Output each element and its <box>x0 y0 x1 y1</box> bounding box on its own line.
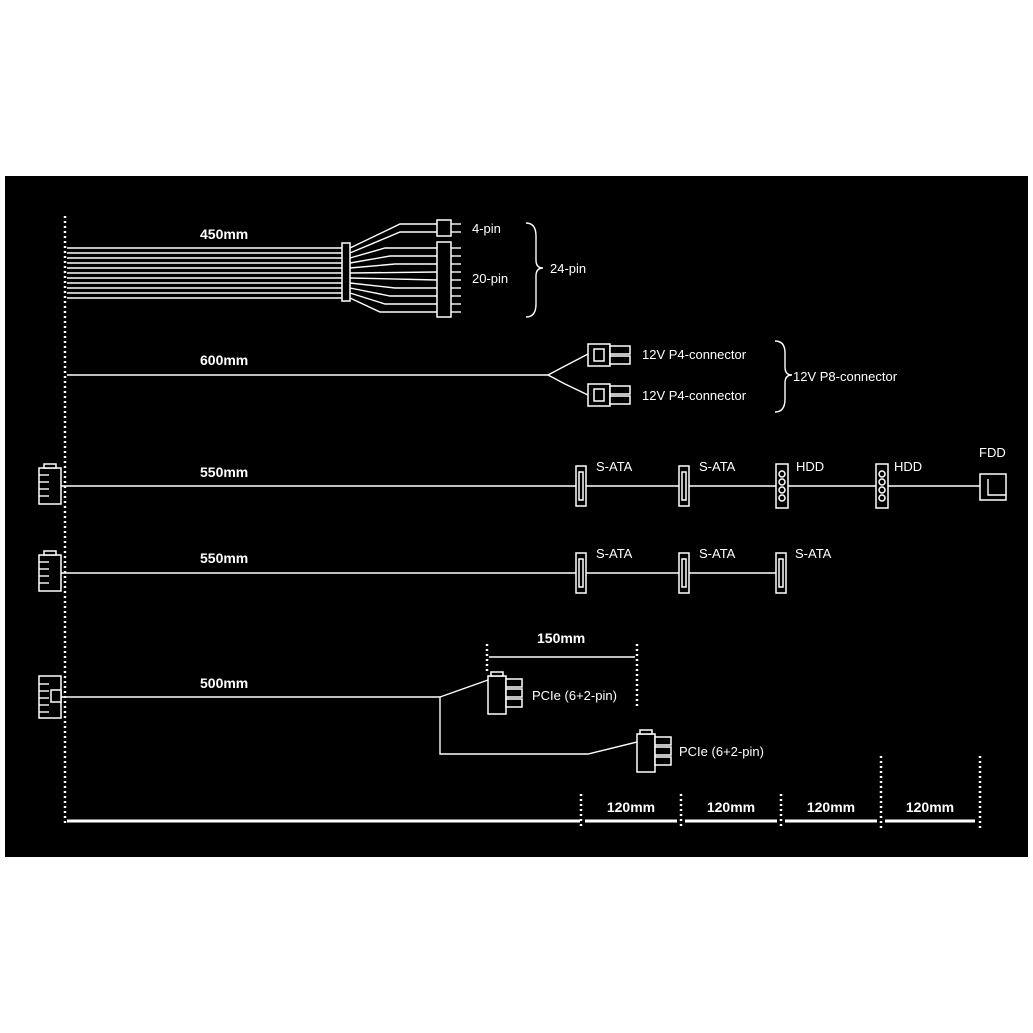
connector-label-fdd: FDD <box>979 445 1006 460</box>
connector-label-p4-upper: 12V P4-connector <box>642 347 747 362</box>
p4-connector-icon <box>587 383 631 407</box>
cable-sata-x3: 550mm S-ATA S-ATA S-ATA <box>38 546 832 594</box>
scale-segment-label: 120mm <box>906 799 954 815</box>
diagram-panel: 450mm 4-pin 20-pin 24-pin 600mm 12V P4-c… <box>5 176 1028 857</box>
20pin-connector-icon <box>436 241 461 318</box>
cable-length-label: 550mm <box>200 550 248 566</box>
sata-connector-icon <box>575 465 587 507</box>
modular-plug-icon <box>38 550 62 592</box>
sata-connector-icon <box>678 552 690 594</box>
scale-segment-label: 120mm <box>807 799 855 815</box>
length-scale-bar: 120mm 120mm 120mm 120mm <box>67 756 982 828</box>
connector-label-24pin: 24-pin <box>550 261 586 276</box>
connector-label-sata: S-ATA <box>596 546 633 561</box>
connector-label-pcie: PCIe (6+2-pin) <box>679 744 764 759</box>
cable-bundle-wires <box>67 223 438 313</box>
cable-sata-hdd-fdd: 550mm S-ATA S-ATA HDD HDD FDD <box>38 445 1007 509</box>
p8-brace <box>774 340 793 413</box>
sata-connector-icon <box>775 552 787 594</box>
fdd-connector-icon <box>979 473 1007 501</box>
pcie-connector-icon <box>636 729 672 773</box>
modular-plug-icon <box>38 463 62 505</box>
cable-sleeve-clamp <box>341 242 351 302</box>
hdd-molex-connector-icon <box>875 463 889 509</box>
scale-segment-label: 120mm <box>707 799 755 815</box>
connector-label-sata: S-ATA <box>596 459 633 474</box>
connector-label-hdd: HDD <box>894 459 922 474</box>
connector-label-pcie: PCIe (6+2-pin) <box>532 688 617 703</box>
modular-plug-icon <box>38 675 62 719</box>
sata-connector-icon <box>678 465 690 507</box>
cable-length-label: 500mm <box>200 675 248 691</box>
connector-label-hdd: HDD <box>796 459 824 474</box>
connector-label-20pin: 20-pin <box>472 271 508 286</box>
4pin-connector-icon <box>436 219 461 237</box>
24pin-brace <box>525 222 544 318</box>
p4-connector-icon <box>587 343 631 367</box>
cable-atx-24pin: 450mm 4-pin 20-pin 24-pin <box>67 219 586 318</box>
cable-length-label: 600mm <box>200 352 248 368</box>
connector-label-sata: S-ATA <box>699 546 736 561</box>
sata-connector-icon <box>575 552 587 594</box>
connector-label-sata: S-ATA <box>795 546 832 561</box>
cable-pcie-x2: 500mm 150mm PCIe (6+2-pin) PCIe (6+2-pin… <box>38 630 764 773</box>
connector-label-sata: S-ATA <box>699 459 736 474</box>
hdd-molex-connector-icon <box>775 463 789 509</box>
pcie-connector-icon <box>487 671 523 715</box>
cable-length-label: 450mm <box>200 226 248 242</box>
connector-label-p4-lower: 12V P4-connector <box>642 388 747 403</box>
connector-label-4pin: 4-pin <box>472 221 501 236</box>
branch-length-label: 150mm <box>537 630 585 646</box>
cable-diagram: 450mm 4-pin 20-pin 24-pin 600mm 12V P4-c… <box>38 216 1007 828</box>
scale-segment-label: 120mm <box>607 799 655 815</box>
cable-length-label: 550mm <box>200 464 248 480</box>
connector-label-p8: 12V P8-connector <box>793 369 898 384</box>
cable-12v-p8: 600mm 12V P4-connector 12V P4-connector … <box>67 340 898 413</box>
